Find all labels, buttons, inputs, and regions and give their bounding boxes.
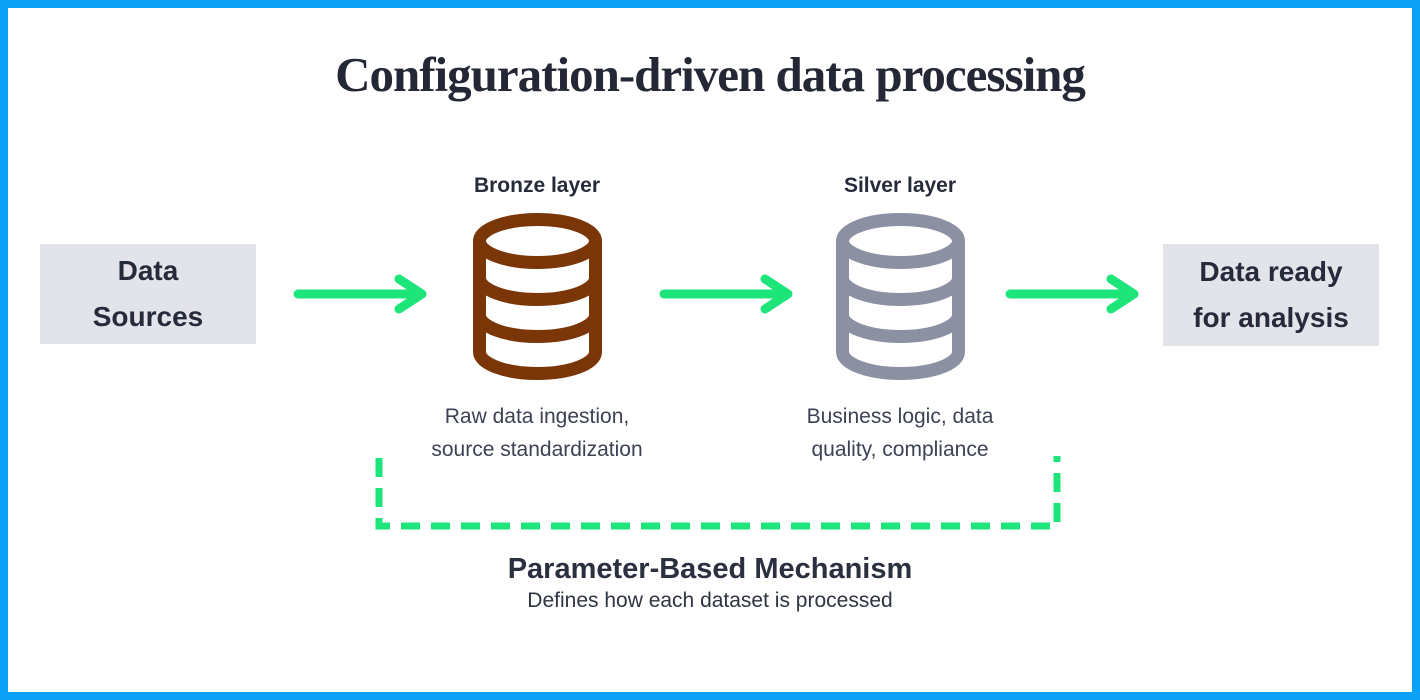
bronze-layer-stage: Bronze layer Raw data ingestion, source … bbox=[387, 172, 687, 466]
data-sources-line-2: Sources bbox=[92, 301, 204, 332]
silver-layer-label: Silver layer bbox=[843, 174, 957, 197]
diagram-title: Configuration-driven data processing bbox=[335, 47, 1086, 102]
bronze-caption-line-1: Raw data ingestion, bbox=[444, 405, 630, 428]
bronze-caption-line-2: source standardization bbox=[431, 438, 643, 461]
silver-layer-caption: Business logic, data quality, compliance bbox=[807, 400, 994, 466]
mechanism-title: Parameter-Based Mechanism bbox=[507, 553, 913, 585]
data-sources-box: Data Sources bbox=[40, 244, 256, 344]
data-ready-line-1: Data ready bbox=[1199, 256, 1343, 287]
arrow-right-icon-bronze-to-silver bbox=[659, 274, 793, 314]
arrow-right-icon-sources-to-bronze bbox=[293, 274, 427, 314]
silver-caption-line-2: quality, compliance bbox=[811, 438, 989, 461]
mechanism-subtitle: Defines how each dataset is processed bbox=[527, 589, 893, 612]
bronze-database-icon bbox=[472, 213, 602, 380]
data-ready-line-2: for analysis bbox=[1193, 302, 1349, 333]
silver-layer-stage: Silver layer Business logic, data qualit… bbox=[750, 172, 1050, 466]
bronze-layer-caption: Raw data ingestion, source standardizati… bbox=[431, 400, 642, 466]
parameter-bracket bbox=[375, 456, 1061, 530]
arrow-right-icon-silver-to-ready bbox=[1005, 274, 1139, 314]
bronze-layer-label: Bronze layer bbox=[473, 174, 601, 197]
silver-database-icon bbox=[835, 213, 965, 380]
silver-caption-line-1: Business logic, data bbox=[806, 405, 994, 428]
data-sources-line-1: Data bbox=[117, 255, 179, 286]
data-ready-box: Data ready for analysis bbox=[1163, 244, 1379, 346]
